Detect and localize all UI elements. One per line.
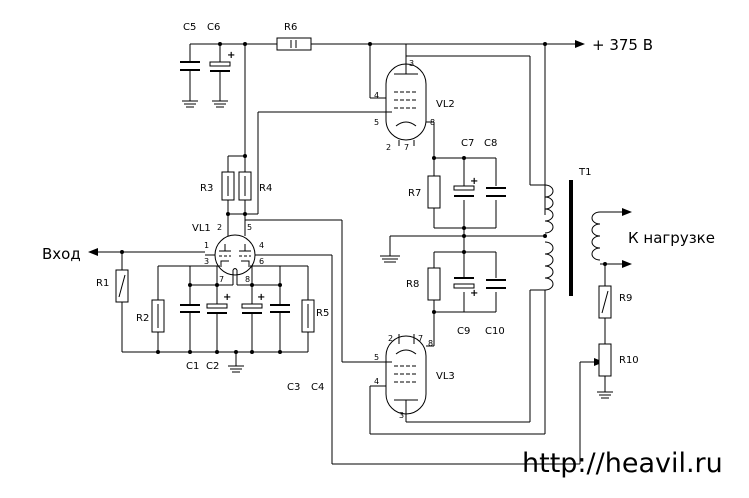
tube-vl3 (369, 289, 546, 435)
vl3-pin-5: 5 (374, 353, 379, 362)
r7-label: R7 (408, 188, 421, 199)
vl1-pin-7: 7 (219, 275, 224, 284)
r2-label: R2 (136, 313, 149, 324)
vl1-pin-6: 6 (259, 257, 264, 266)
vl1-label: VL1 (192, 223, 211, 234)
vl2-label: VL2 (436, 99, 455, 110)
resistor-r10 (598, 343, 612, 377)
capacitor-c6 (209, 44, 231, 108)
capacitor-c1 (180, 285, 200, 352)
capacitor-c8 (486, 187, 506, 197)
cathode-wiring (156, 265, 309, 373)
c6-polarity-mark: + (227, 50, 235, 61)
vl3-pin-2: 2 (388, 334, 393, 343)
vl1-pin-1: 1 (204, 241, 209, 250)
capacitor-c9 (453, 277, 475, 289)
vl2-pin-5: 5 (374, 118, 379, 127)
r1-label: R1 (96, 278, 109, 289)
c4-label: C4 (311, 382, 324, 393)
transformer-t1 (544, 180, 632, 399)
anode-feed-wires (226, 44, 247, 216)
vl2-pin-4: 4 (374, 91, 379, 100)
tube-vl2 (369, 44, 546, 215)
capacitor-c10 (486, 279, 506, 289)
vl1-pin-4: 4 (259, 241, 264, 250)
capacitor-c2 (206, 285, 228, 352)
vl2-pin-7: 7 (404, 143, 409, 152)
phase-splitter-wiring (245, 111, 604, 465)
capacitor-c3 (241, 285, 263, 352)
r4-label: R4 (259, 183, 272, 194)
r9-label: R9 (619, 293, 632, 304)
c8-label: C8 (484, 138, 497, 149)
r5-label: R5 (316, 308, 329, 319)
c10-label: C10 (485, 326, 505, 337)
input-label: Вход (42, 245, 81, 263)
resistor-r7 (427, 175, 441, 209)
vl2-pin-3: 3 (409, 59, 414, 68)
tube-vl1 (205, 214, 265, 285)
vl2-pin-8: 8 (430, 118, 435, 127)
vl1-pin-5: 5 (247, 223, 252, 232)
c2-label: C2 (206, 361, 219, 372)
vl2-pin-2: 2 (386, 143, 391, 152)
r8-label: R8 (406, 279, 419, 290)
r3-label: R3 (200, 183, 213, 194)
vl3-pin-3: 3 (399, 411, 404, 420)
t1-label: T1 (578, 167, 591, 178)
supply-rail (190, 40, 585, 48)
c9-label: C9 (457, 326, 470, 337)
vl2-plate-wire (406, 55, 545, 186)
resistor-r6 (276, 37, 312, 51)
vl1-pin-3: 3 (204, 257, 209, 266)
load-label: К нагрузке (628, 229, 715, 247)
vl1-pin-8: 8 (245, 275, 250, 284)
capacitor-c7 (453, 185, 475, 197)
site-url-watermark: http://heavil.ru (522, 448, 723, 479)
c3-label: C3 (287, 382, 300, 393)
c2-polarity-mark: + (223, 292, 231, 303)
cathode-networks (380, 156, 547, 347)
vl3-label: VL3 (436, 371, 455, 382)
capacitor-c5 (180, 44, 200, 108)
r10-label: R10 (619, 355, 639, 366)
c1-label: C1 (186, 361, 199, 372)
c3-polarity-mark: + (257, 292, 265, 303)
vl3-pin-7: 7 (418, 334, 423, 343)
c9-polarity-mark: + (470, 288, 478, 299)
c6-label: C6 (207, 22, 220, 33)
c7-label: C7 (461, 138, 474, 149)
vl3-pin-4: 4 (374, 377, 379, 386)
resistor-r8 (427, 267, 441, 301)
vl1-pin-2: 2 (217, 223, 222, 232)
r6-label: R6 (284, 22, 297, 33)
vl3-pin-8: 8 (428, 339, 433, 348)
supply-voltage-label: + 375 В (592, 36, 653, 54)
capacitor-c4 (270, 285, 290, 352)
c7-polarity-mark: + (470, 176, 478, 187)
c5-label: C5 (183, 22, 196, 33)
